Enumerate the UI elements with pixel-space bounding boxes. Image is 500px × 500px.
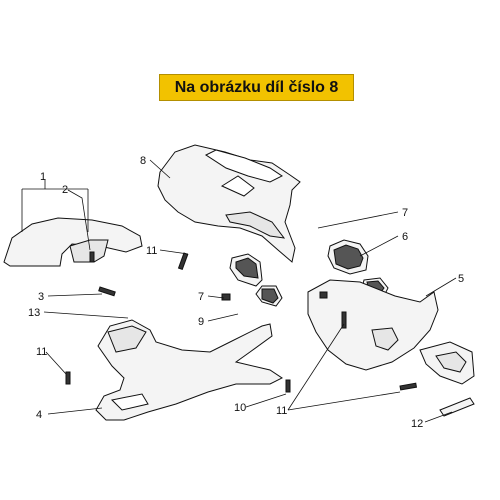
callout-11-right: 11	[276, 405, 287, 417]
highlight-banner: Na obrázku díl číslo 8	[159, 74, 354, 101]
banner-text: Na obrázku díl číslo 8	[174, 78, 339, 96]
callout-11-left: 11	[36, 346, 47, 358]
callout-10: 10	[234, 402, 246, 414]
callout-3: 3	[38, 291, 44, 303]
part-4-belly-pan	[95, 319, 283, 421]
callout-4: 4	[36, 409, 42, 421]
callout-12: 12	[411, 418, 423, 430]
fasteners	[65, 251, 418, 393]
part-12-bracket	[439, 397, 475, 417]
callout-2: 2	[62, 184, 68, 196]
leader-lines	[21, 159, 457, 423]
callout-1: 1	[40, 171, 46, 183]
callout-11-center: 11	[146, 245, 157, 257]
part-9-grille	[229, 253, 283, 307]
part-1-front-mudguard	[3, 217, 143, 267]
callout-9: 9	[198, 316, 204, 328]
part-8-frame-cover	[157, 144, 301, 263]
callout-5: 5	[458, 273, 464, 285]
callout-7-right: 7	[402, 207, 408, 219]
callout-6: 6	[402, 231, 408, 243]
callout-13: 13	[28, 307, 40, 319]
callout-8: 8	[140, 155, 146, 167]
callout-7-left: 7	[198, 291, 204, 303]
part-5-side-panel	[307, 279, 475, 385]
